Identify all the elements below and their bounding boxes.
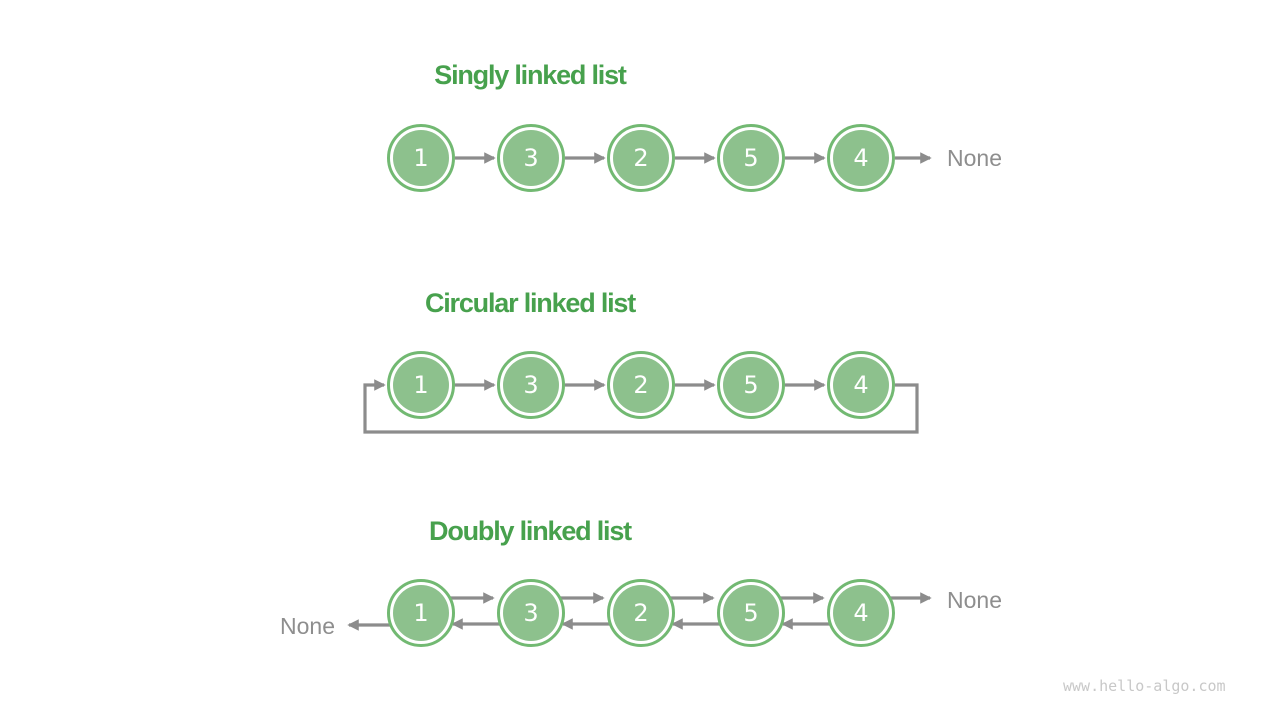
doubly-node-2: 3 (497, 579, 565, 647)
node-value: 2 (633, 599, 649, 627)
doubly-list-title: Doubly linked list (429, 516, 632, 546)
doubly-node-5: 4 (827, 579, 895, 647)
node-value: 5 (743, 371, 759, 399)
doubly-none-label-right: None (947, 587, 1002, 613)
singly-node-5: 4 (827, 124, 895, 192)
node-value: 5 (743, 599, 759, 627)
circular-node-5: 4 (827, 351, 895, 419)
doubly-node-3: 2 (607, 579, 675, 647)
singly-node-4: 5 (717, 124, 785, 192)
singly-node-3: 2 (607, 124, 675, 192)
node-value: 4 (853, 144, 869, 172)
node-value: 2 (633, 371, 649, 399)
singly-none-label: None (947, 145, 1002, 171)
node-value: 1 (413, 599, 429, 627)
node-value: 4 (853, 599, 869, 627)
node-value: 4 (853, 371, 869, 399)
circular-node-3: 2 (607, 351, 675, 419)
node-value: 3 (523, 371, 539, 399)
circular-list-title: Circular linked list (424, 288, 636, 318)
circular-node-2: 3 (497, 351, 565, 419)
circular-node-1: 1 (387, 351, 455, 419)
node-value: 1 (413, 371, 429, 399)
doubly-node-1: 1 (387, 579, 455, 647)
node-value: 1 (413, 144, 429, 172)
node-value: 3 (523, 599, 539, 627)
circular-node-4: 5 (717, 351, 785, 419)
node-value: 5 (743, 144, 759, 172)
doubly-node-4: 5 (717, 579, 785, 647)
node-value: 2 (633, 144, 649, 172)
doubly-none-label-left: None (280, 613, 335, 639)
watermark: www.hello-algo.com (1063, 677, 1226, 695)
node-value: 3 (523, 144, 539, 172)
singly-list-title: Singly linked list (434, 60, 627, 90)
singly-node-2: 3 (497, 124, 565, 192)
singly-node-1: 1 (387, 124, 455, 192)
